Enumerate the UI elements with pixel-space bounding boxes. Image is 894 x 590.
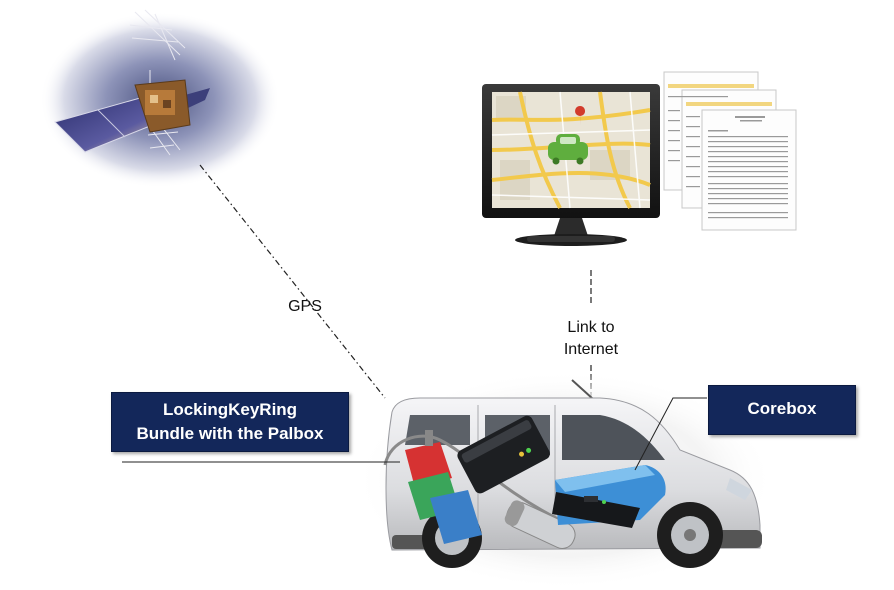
monitor-icon: [482, 84, 660, 246]
keyring-callout: LockingKeyRing Bundle with the Palbox: [111, 392, 349, 452]
keyring-callout-line2: Bundle with the Palbox: [136, 424, 324, 443]
keyring-callout-line1: LockingKeyRing: [162, 400, 298, 419]
gps-label: GPS: [288, 298, 322, 315]
report-pages-icon: [663, 71, 797, 231]
internet-link-label-line2: Internet: [563, 341, 619, 358]
corebox-callout: Corebox: [708, 385, 856, 435]
corebox-device-icon: [552, 465, 666, 528]
gps-link-line: [199, 164, 386, 399]
car-marker-icon: [548, 134, 588, 165]
satellite-icon: [40, 9, 280, 188]
internet-link-label-line1: Link to: [567, 319, 615, 336]
keyring-device-icon: [383, 415, 576, 549]
corebox-connector-line: [634, 397, 707, 471]
internet-link-label: Link to Internet: [548, 317, 634, 361]
corebox-callout-label: Corebox: [747, 399, 817, 418]
